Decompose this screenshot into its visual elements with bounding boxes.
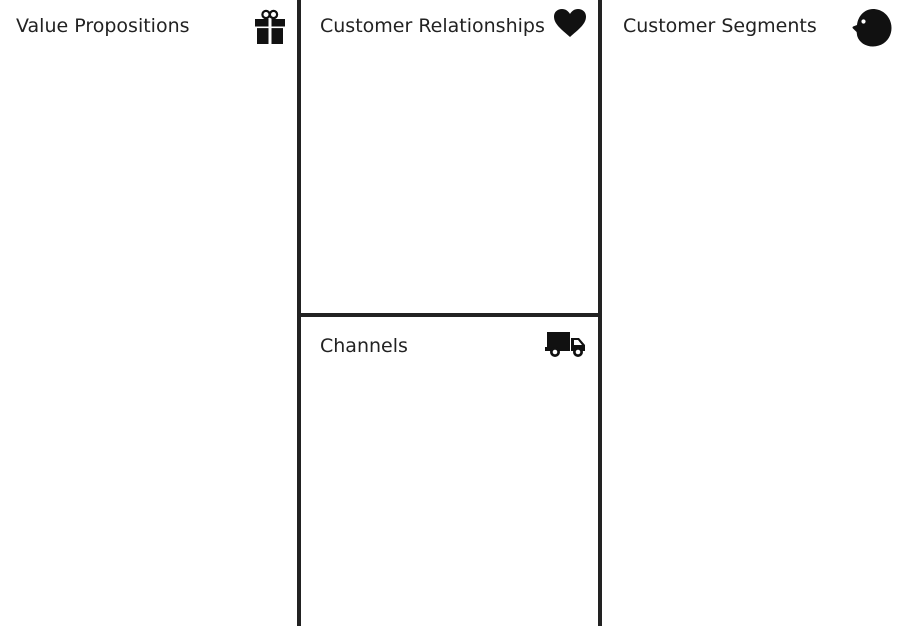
divider-middle [298,313,602,317]
heart-icon [554,9,586,37]
gift-icon [255,9,285,44]
customer-relationships-block [301,0,598,313]
channels-block [301,317,598,626]
face-icon [852,9,892,47]
customer-segments-title: Customer Segments [623,15,817,37]
customer-relationships-title: Customer Relationships [320,15,545,37]
truck-icon [545,332,585,357]
value-propositions-title: Value Propositions [16,15,190,37]
channels-title: Channels [320,335,408,357]
value-propositions-block [0,0,297,626]
customer-segments-block [602,0,900,626]
